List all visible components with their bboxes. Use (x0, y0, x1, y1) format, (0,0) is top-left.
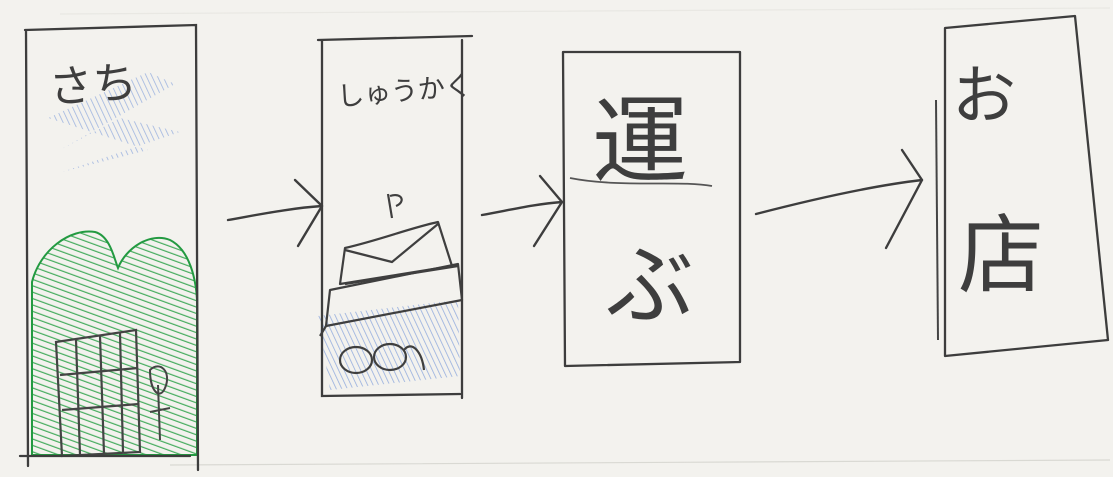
building-icon (54, 328, 142, 458)
panel-mountain: さち (18, 23, 200, 472)
panel-carry: 運 ぶ (561, 50, 742, 368)
paper-lines (59, 7, 1111, 466)
panel-store-frame (943, 14, 1110, 358)
panel-harvest: しゅうかく (316, 34, 474, 400)
panel-store-edge (935, 99, 939, 341)
panel-harvest-label: しゅうかく (336, 70, 473, 113)
panel-carry-divider (569, 177, 713, 187)
tree-icon (148, 365, 171, 441)
wheels-icon (338, 342, 426, 375)
panel-carry-frame (561, 50, 742, 368)
panel-store-label-top: お (952, 60, 1016, 134)
panel-harvest-frame (316, 34, 474, 400)
panel-carry-label-top: 運 (592, 86, 688, 198)
arrow-harvest-to-carry (480, 174, 564, 248)
mountain-shape (31, 230, 198, 456)
sky-scribble (48, 72, 180, 172)
panel-store: お 店 (935, 14, 1110, 358)
panel-mountain-frame (18, 23, 200, 472)
arrow-mountain-to-harvest (226, 178, 324, 248)
panel-store-label-bottom: 店 (958, 206, 1044, 306)
panel-carry-label-bottom: ぶ (606, 234, 694, 337)
panel-mountain-label: さち (47, 57, 138, 114)
arrow-carry-to-store (754, 148, 924, 250)
